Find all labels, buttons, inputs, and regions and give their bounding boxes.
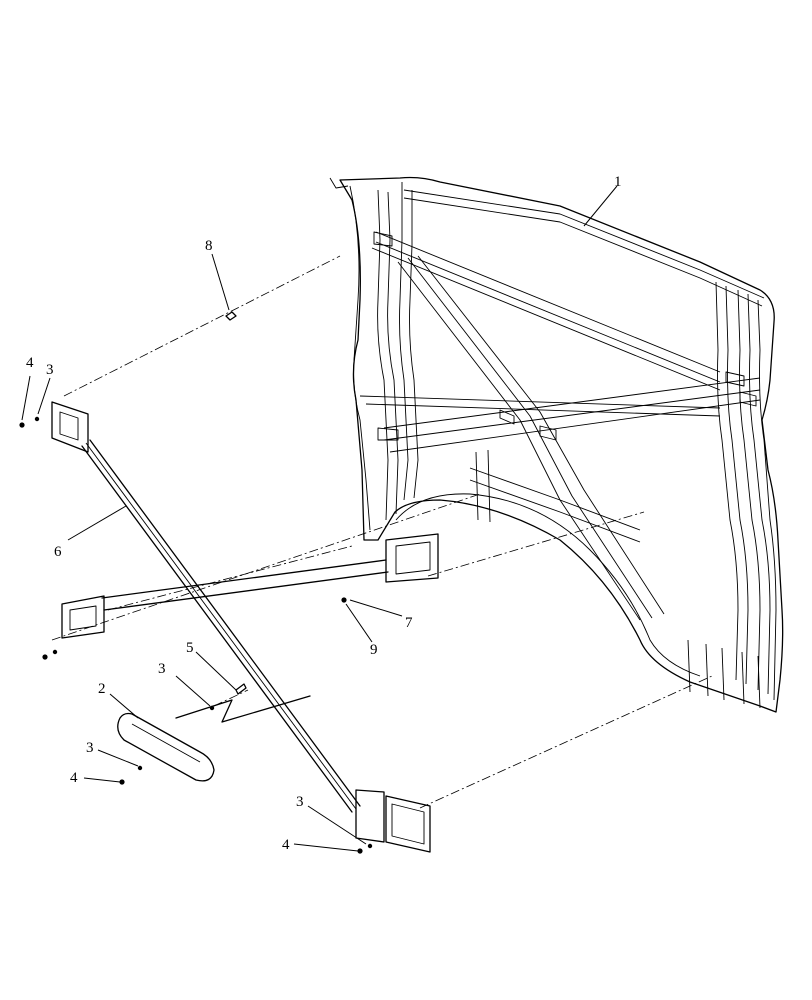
callout-2: 2 [98, 681, 106, 697]
centerlines [51, 255, 713, 809]
callout-4-bottom: 4 [282, 837, 290, 853]
callout-3-handle-lower: 3 [86, 740, 94, 756]
callout-6: 6 [54, 544, 62, 560]
callout-8: 8 [205, 238, 213, 254]
callout-3-top: 3 [46, 362, 54, 378]
callout-4-handle: 4 [70, 770, 78, 786]
callout-3-handle-upper: 3 [158, 661, 166, 677]
hardware-dots [19, 311, 373, 854]
callout-9: 9 [370, 642, 378, 658]
callout-1: 1 [614, 174, 622, 190]
support-rod [51, 401, 431, 853]
fender-panel [329, 176, 784, 713]
callout-3-bottom: 3 [296, 794, 304, 810]
callout-5: 5 [186, 640, 194, 656]
callout-4-top: 4 [26, 355, 34, 371]
leader-lines [21, 185, 618, 852]
callout-7: 7 [405, 615, 413, 631]
callout-labels: 1 2 3 3 3 3 3 4 4 4 5 6 7 8 9 [26, 174, 622, 853]
horizontal-rod [61, 533, 439, 639]
handle-bracket [117, 695, 311, 782]
